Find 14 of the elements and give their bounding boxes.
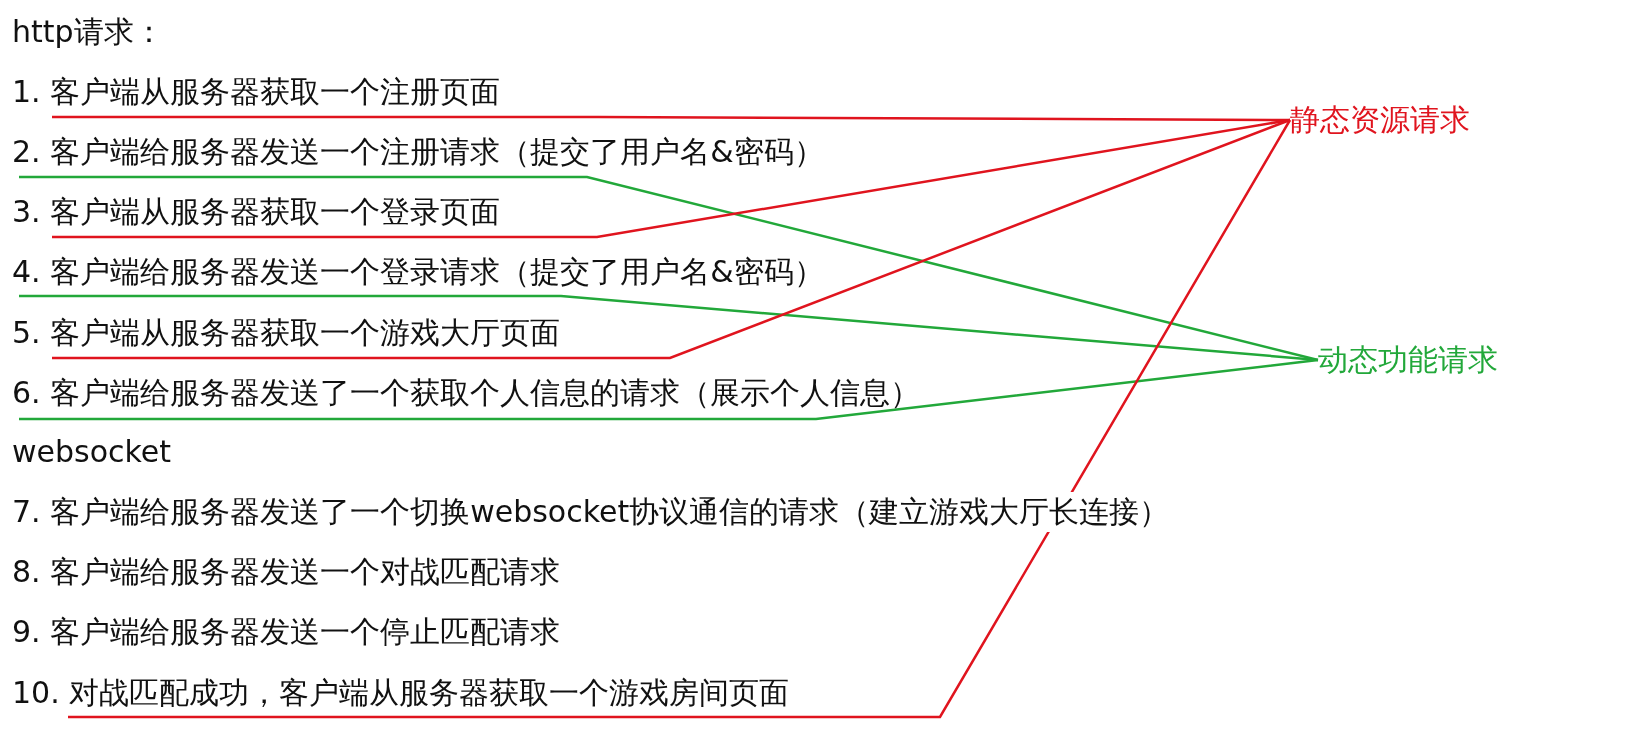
leader-line [52, 118, 1291, 360]
category-label: 静态资源请求 [1290, 101, 1470, 139]
list-item-text: 2. 客户端给服务器发送一个注册请求（提交了用户名&密码） [12, 133, 824, 171]
list-item-text: 6. 客户端给服务器发送了一个获取个人信息的请求（展示个人信息） [12, 374, 921, 412]
list-item-text: 5. 客户端从服务器获取一个游戏大厅页面 [12, 314, 561, 352]
leader-line [19, 175, 1319, 362]
list-item-text: 4. 客户端给服务器发送一个登录请求（提交了用户名&密码） [12, 253, 824, 291]
category-label: 动态功能请求 [1318, 341, 1498, 379]
list-item-text: 3. 客户端从服务器获取一个登录页面 [12, 193, 501, 231]
leader-line [68, 119, 1292, 719]
list-item-text: 10. 对战匹配成功，客户端从服务器获取一个游戏房间页面 [12, 674, 790, 712]
leader-line [52, 118, 1291, 239]
list-item-text: 1. 客户端从服务器获取一个注册页面 [12, 73, 501, 111]
leader-line [19, 358, 1319, 421]
